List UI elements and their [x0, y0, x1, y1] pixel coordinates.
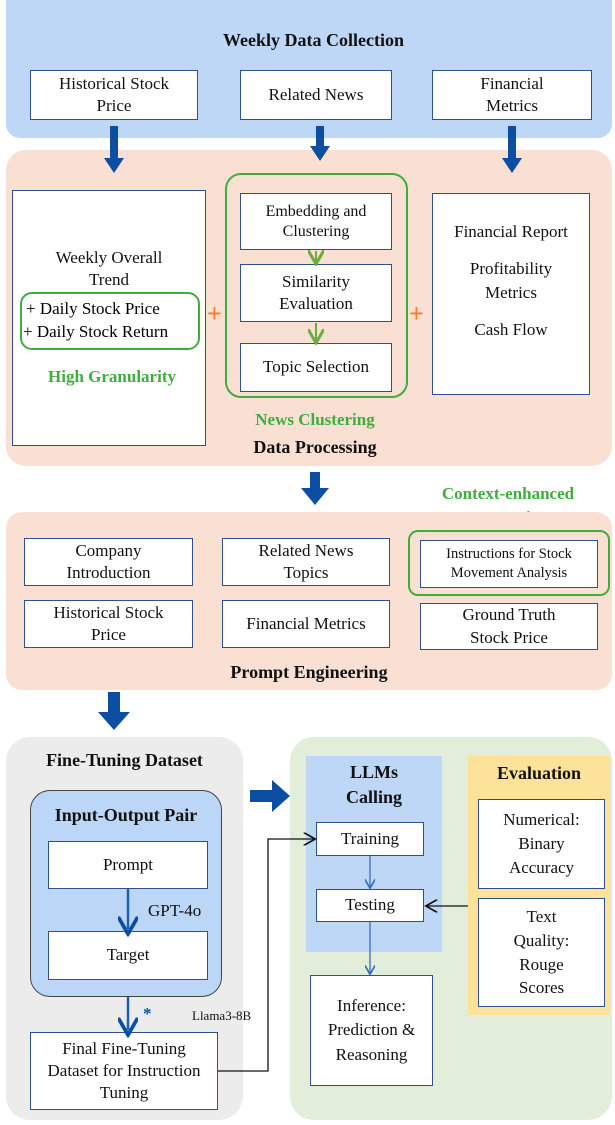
training-box: Training — [316, 822, 424, 856]
final-dataset-box: Final Fine-Tuning Dataset for Instructio… — [30, 1032, 218, 1110]
down-arrow-icon — [301, 472, 329, 505]
inference-box: Inference: Prediction & Reasoning — [310, 975, 433, 1086]
text-quality-box: Text Quality: Rouge Scores — [478, 898, 605, 1007]
plus-icon: + — [409, 299, 424, 328]
plus-icon: + — [207, 299, 222, 328]
historical-stock-price-box: Historical Stock Price — [30, 70, 198, 120]
news-clustering-label: News Clustering — [255, 410, 375, 429]
testing-box: Testing — [316, 889, 424, 922]
related-news-box: Related News — [240, 70, 392, 120]
llms-calling-title: LLMs Calling — [346, 762, 403, 808]
right-arrow-icon — [250, 780, 290, 812]
numerical-accuracy-box: Numerical: Binary Accuracy — [478, 799, 605, 889]
financial-report: Financial Report — [454, 222, 568, 241]
evaluation-title: Evaluation — [496, 763, 582, 783]
down-arrow-icon — [104, 126, 124, 173]
financial-box: Financial Report Profitability Metrics C… — [432, 193, 590, 395]
daily-stock-price: + Daily Stock Price — [26, 299, 160, 319]
cash-flow: Cash Flow — [474, 319, 548, 339]
prompt-engineering-title: Prompt Engineering — [230, 662, 388, 682]
related-news-topics-box: Related News Topics — [222, 538, 390, 586]
weekly-trend-text: Weekly Overall Trend — [55, 248, 163, 290]
down-arrow-icon — [98, 692, 130, 730]
ground-truth-box: Ground Truth Stock Price — [420, 603, 598, 650]
gpt4o-label: GPT-4o — [148, 901, 202, 920]
daily-stock-return: + Daily Stock Return — [23, 322, 169, 341]
company-introduction-box: Company Introduction — [24, 538, 193, 586]
llama-label: Llama3-8B — [192, 1008, 252, 1023]
embedding-clustering-box: Embedding and Clustering — [240, 193, 392, 250]
financial-metrics-prompt-box: Financial Metrics — [222, 600, 390, 648]
prompt-box: Prompt — [48, 841, 208, 889]
asterisk-mark: * — [143, 1004, 152, 1023]
data-processing-title: Data Processing — [253, 437, 377, 457]
similarity-evaluation-box: Similarity Evaluation — [240, 264, 392, 322]
fine-tuning-title: Fine-Tuning Dataset — [46, 750, 203, 770]
weekly-trend-box: Weekly Overall Trend — [12, 190, 206, 446]
dataset-to-training-arrow — [218, 839, 314, 1072]
down-arrow-icon — [502, 126, 522, 173]
input-output-pair-title: Input-Output Pair — [54, 805, 198, 825]
context-enhanced-group — [408, 530, 610, 596]
instructions-box: Instructions for Stock Movement Analysis — [420, 540, 598, 588]
data-collection-title: Weekly Data Collection — [223, 30, 404, 50]
news-clustering-group — [225, 173, 408, 398]
financial-metrics-box: Financial Metrics — [432, 70, 592, 120]
profitability-metrics: Profitability Metrics — [469, 258, 553, 303]
granularity-box: + Daily Stock Price + Daily Stock Return — [20, 292, 200, 350]
historical-stock-price-prompt-box: Historical Stock Price — [24, 600, 193, 648]
high-granularity-label: High Granularity — [48, 367, 176, 386]
down-arrow-icon — [310, 126, 330, 161]
topic-selection-box: Topic Selection — [240, 343, 392, 392]
